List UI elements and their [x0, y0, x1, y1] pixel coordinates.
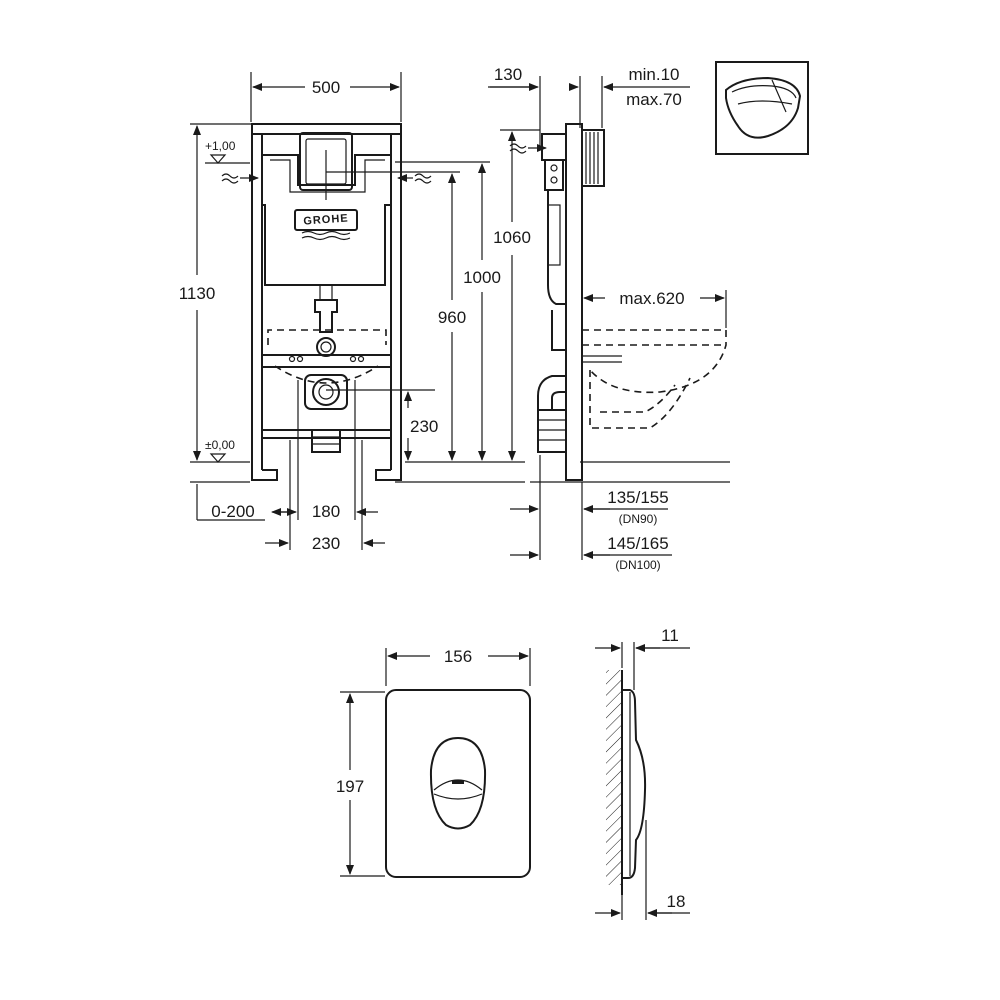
dim-height-230: 230 [404, 391, 438, 461]
dim-label-min: min.10 [628, 65, 679, 84]
dim-label-130: 130 [494, 65, 522, 84]
dim-label-960: 960 [438, 308, 466, 327]
flush-indicator [452, 780, 464, 784]
dim-dn100: 145/165 (DN100) [510, 534, 672, 572]
cistern: GROHE [261, 132, 392, 357]
dim-depth-130: 130 [488, 65, 541, 150]
level-marker-top: +1,00 [205, 139, 250, 164]
dim-label-1060: 1060 [493, 228, 531, 247]
dim-width-500: 500 [250, 72, 402, 122]
level-top-label: +1,00 [205, 139, 236, 153]
dim-label-230-height: 230 [410, 417, 438, 436]
dim-label-1000: 1000 [463, 268, 501, 287]
level-marker-zero: ±0,00 [190, 438, 250, 463]
water-inlet-left-icon [221, 173, 259, 184]
dim-label-230-bottom: 230 [312, 534, 340, 553]
dim-label-dn90: 135/155 [607, 488, 668, 507]
dim-label-height: 1130 [179, 284, 216, 303]
dim-label-620: max.620 [619, 289, 684, 308]
dim-label-plate-18: 18 [667, 892, 686, 911]
dim-spacing-230: 230 [265, 440, 385, 553]
flush-plate-front: 156 197 [336, 647, 531, 878]
side-frame [537, 123, 605, 481]
dim-label-0-200: 0-200 [211, 502, 254, 521]
dim-label-width: 500 [312, 78, 340, 97]
dim-label-plate-height: 197 [336, 777, 364, 796]
flush-plate-side: 11 18 [595, 626, 690, 920]
dim-height-1060: 1060 [493, 129, 540, 461]
dim-offset-0-200: 0-200 [196, 484, 290, 521]
water-inlet-right-icon [397, 173, 432, 184]
pan-outline-dashed [267, 329, 387, 384]
front-view: 500 1130 +1,00 ±0,00 [179, 72, 525, 553]
dim-min-max: min.10 max.70 [569, 65, 690, 128]
dim-label-dn90-note: (DN90) [619, 512, 658, 526]
dim-spacing-180: 180 [275, 380, 378, 521]
dim-dn90: 135/155 (DN90) [510, 488, 669, 526]
dim-label-plate-width: 156 [444, 647, 472, 666]
dim-height-960: 960 [438, 173, 466, 461]
flush-plate [385, 689, 531, 878]
side-view: 130 min.10 max.70 [488, 65, 730, 572]
dim-label-max: max.70 [626, 90, 682, 109]
brand-plate [294, 209, 358, 231]
wc-thumbnail-icon [715, 61, 809, 155]
flush-button-icon [429, 736, 487, 830]
drain-outlet [304, 374, 435, 453]
brand-logo: GROHE [303, 212, 349, 227]
level-zero-label: ±0,00 [205, 438, 235, 452]
dim-height-1130: 1130 [179, 123, 255, 461]
dim-label-dn100-note: (DN100) [615, 558, 660, 572]
dim-height-1000: 1000 [463, 163, 501, 461]
wc-pan-outline-dashed [582, 329, 727, 429]
dim-label-dn100: 145/165 [607, 534, 668, 553]
dim-label-plate-11: 11 [661, 626, 679, 645]
dim-projection-620: max.620 [583, 289, 727, 328]
dim-label-180: 180 [312, 502, 340, 521]
